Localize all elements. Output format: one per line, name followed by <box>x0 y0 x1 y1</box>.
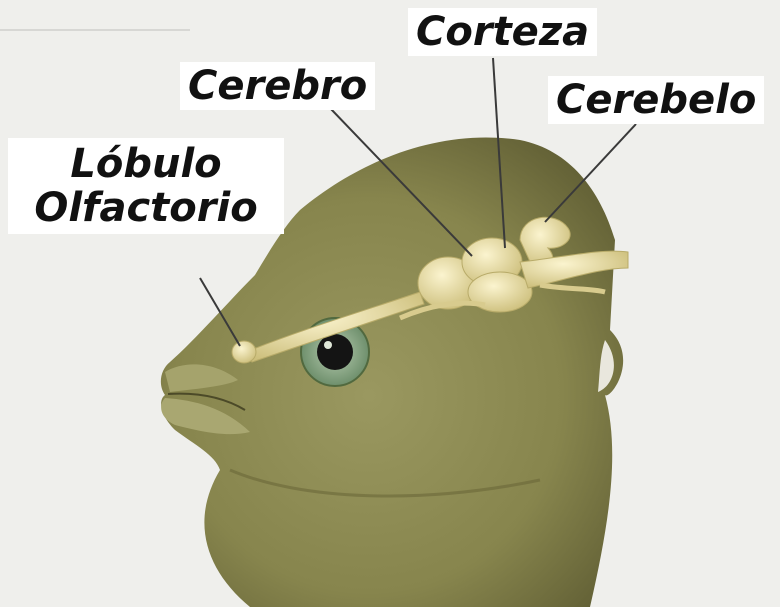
eye-highlight <box>324 341 332 349</box>
olfactory-bulb <box>232 341 256 363</box>
label-cerebelo: Cerebelo <box>548 76 764 124</box>
label-lobulo-olfactorio: Lóbulo Olfactorio <box>8 138 284 234</box>
label-cerebro: Cerebro <box>180 62 375 110</box>
label-corteza: Corteza <box>408 8 597 56</box>
label-lobulo-line2: Olfactorio <box>12 186 280 230</box>
eye-pupil <box>317 334 353 370</box>
label-lobulo-line1: Lóbulo <box>12 142 280 186</box>
